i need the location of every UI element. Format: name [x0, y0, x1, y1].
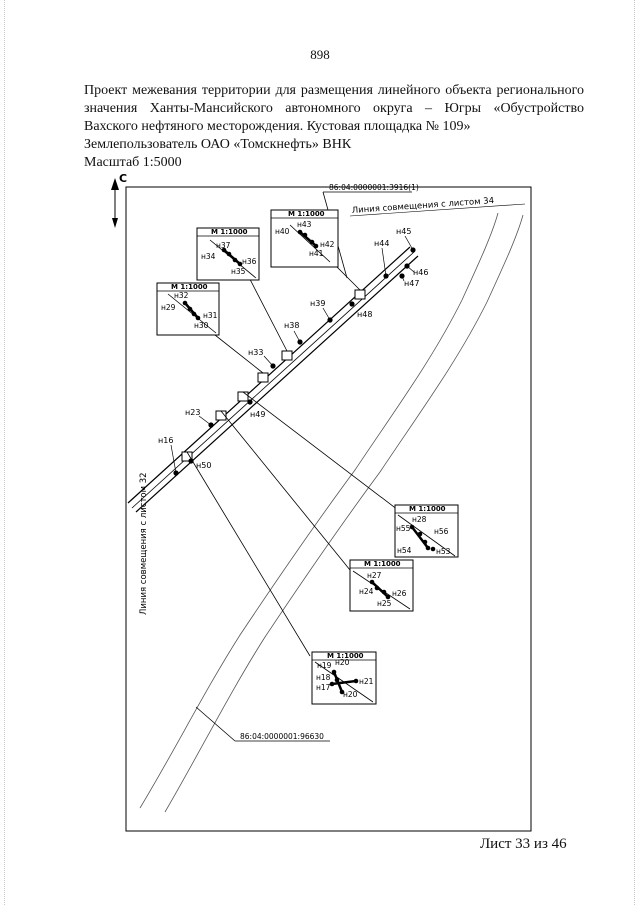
heading-line-3: Вахского нефтяного месторождения. Кустов…: [84, 119, 471, 134]
inset-40-43-title: М 1:1000: [288, 210, 325, 218]
inset-34-37-label-1: н37: [216, 241, 231, 250]
inset-34-37: М 1:1000 н37 н34 н36 н35: [196, 227, 260, 281]
page-edge-right: [634, 0, 635, 905]
label-n47: н47: [404, 279, 419, 288]
label-n48: н48: [357, 310, 372, 319]
inset-17-21-label-3: н18: [316, 673, 331, 682]
inset-29-32-label-4: н30: [194, 321, 209, 330]
inset-24-27-label-1: н27: [367, 571, 382, 580]
inset-40-43-label-4: н41: [309, 249, 324, 258]
inset-34-37-label-3: н36: [242, 257, 257, 266]
joint-line-label-32: Линия совмещения с листом 32: [139, 472, 149, 615]
inset-53-56-label-5: н53: [436, 547, 451, 556]
inset-53-56-label-1: н28: [412, 515, 427, 524]
inset-53-56-label-3: н56: [434, 527, 449, 536]
heading-line-1: Проект межевания территории для размещен…: [84, 83, 584, 98]
point-n49: [247, 399, 253, 405]
inset-40-43-label-2: н43: [297, 220, 312, 229]
inset-17-21: М 1:1000 н19 н20 н18 н17 н21 н20: [311, 651, 377, 705]
inset-40-43: М 1:1000 н40 н43 н42 н41: [270, 209, 339, 268]
road-double-line: [139, 212, 524, 813]
inset-40-43-label-1: н40: [275, 227, 290, 236]
page-edge-left: [4, 0, 5, 905]
inset-53-56-label-4: н54: [397, 546, 412, 555]
inset-29-32-label-1: н32: [174, 291, 189, 300]
parcel-label-bottom: 86:04:0000001:96630: [240, 732, 324, 741]
inset-34-37-title: М 1:1000: [211, 228, 248, 236]
label-n16: н16: [158, 436, 173, 445]
joint-line-34-underline: [349, 203, 526, 217]
label-n44: н44: [374, 239, 389, 248]
label-n23: н23: [185, 408, 200, 417]
inset-29-32-label-3: н31: [203, 311, 218, 320]
north-label: С: [119, 172, 127, 185]
inset-24-27-label-4: н25: [377, 599, 392, 608]
map-frame: [125, 186, 532, 832]
inset-24-27-title: М 1:1000: [364, 560, 401, 568]
label-n46: н46: [413, 268, 428, 277]
pipeline-centerline: [131, 251, 415, 509]
inset-24-27-label-3: н26: [392, 589, 407, 598]
north-arrow-icon: [111, 178, 119, 228]
label-n45: н45: [396, 227, 411, 236]
inset-29-32-title: М 1:1000: [171, 283, 208, 291]
joint-line-label-34: Линия совмещения с листом 34: [352, 196, 495, 216]
heading-line-2: значения Ханты-Мансийского автономного о…: [84, 101, 584, 116]
point-n48: [349, 301, 355, 307]
label-n50: н50: [196, 461, 211, 470]
inset-40-43-label-3: н42: [320, 240, 335, 249]
inset-24-27-label-2: н24: [359, 587, 374, 596]
main-points: [173, 247, 416, 476]
inset-34-37-label-4: н35: [231, 267, 246, 276]
detail-markers: [181, 289, 366, 462]
label-n33: н33: [248, 348, 263, 357]
main-point-leaders: [170, 235, 415, 474]
inset-17-21-label-5: н21: [359, 677, 374, 686]
label-n38: н38: [284, 321, 299, 330]
inset-53-56-title: М 1:1000: [409, 505, 446, 513]
inset-53-56-label-2: н55: [396, 524, 411, 533]
label-n39: н39: [310, 299, 325, 308]
inset-29-32-label-2: н29: [161, 303, 176, 312]
sheet-number: Лист 33 из 46: [480, 836, 567, 852]
inset-17-21-label-1: н19: [317, 661, 332, 670]
label-n49: н49: [250, 410, 265, 419]
inset-17-21-label-4: н17: [316, 683, 331, 692]
scale-line: Масштаб 1:5000: [84, 155, 182, 170]
inset-17-21-title: М 1:1000: [327, 652, 364, 660]
inset-24-27: М 1:1000 н27 н24 н26 н25: [349, 559, 414, 612]
landowner-line: Землепользователь ОАО «Томскнефть» ВНК: [84, 137, 352, 152]
inset-17-21-label-6: н20: [343, 690, 358, 699]
inset-34-37-label-2: н34: [201, 252, 216, 261]
inset-29-32: М 1:1000 н32 н29 н31 н30: [156, 282, 220, 336]
inset-17-21-label-2: н20: [335, 658, 350, 667]
point-n50: [188, 458, 194, 464]
page-number: 898: [310, 47, 330, 62]
inset-53-56: М 1:1000 н28 н55 н56 н54 н53: [394, 504, 459, 558]
parcel-label-top: 86:04:0000001:3916(1): [329, 183, 419, 192]
